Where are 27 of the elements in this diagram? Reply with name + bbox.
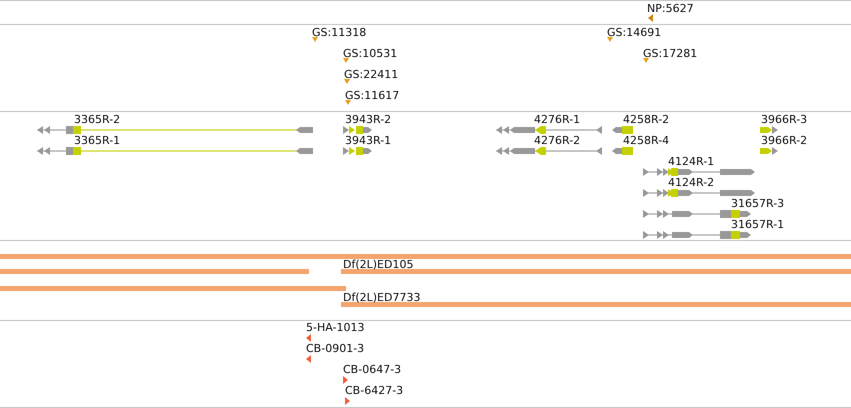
feature-label: GS:14691 — [607, 26, 662, 39]
feature-label: 31657R-1 — [731, 218, 784, 231]
feature-label: CB-6427-3 — [345, 384, 404, 397]
feature-label: NP:5627 — [647, 2, 694, 15]
feature-label: 4258R-2 — [623, 113, 670, 126]
feature-label: 4276R-2 — [534, 134, 580, 147]
feature-label: 3943R-1 — [345, 134, 392, 147]
feature-label: GS:11318 — [312, 26, 366, 39]
feature-label: CB-0647-3 — [343, 363, 402, 376]
feature-label: 3966R-2 — [761, 134, 808, 147]
feature-label: 3943R-2 — [345, 113, 392, 126]
feature-label: GS:17281 — [643, 47, 698, 60]
feature-label: 3365R-1 — [74, 134, 120, 147]
feature-label: GS:22411 — [344, 68, 398, 81]
feature-label: 4276R-1 — [534, 113, 580, 126]
feature-label: 5-HA-1013 — [306, 321, 364, 334]
feature-label: 3966R-3 — [761, 113, 808, 126]
feature-label: 4124R-2 — [668, 176, 714, 189]
feature-label: 4258R-4 — [623, 134, 670, 147]
feature-label: GS:11617 — [345, 89, 400, 102]
feature-label: Df(2L)ED7733 — [343, 291, 420, 304]
feature-label: 3365R-2 — [74, 113, 120, 126]
feature-label: 4124R-1 — [668, 155, 714, 168]
feature-label: 31657R-3 — [731, 197, 784, 210]
feature-label: CB-0901-3 — [306, 342, 364, 355]
feature-label: GS:10531 — [343, 47, 398, 60]
feature-label: Df(2L)ED105 — [343, 258, 414, 271]
